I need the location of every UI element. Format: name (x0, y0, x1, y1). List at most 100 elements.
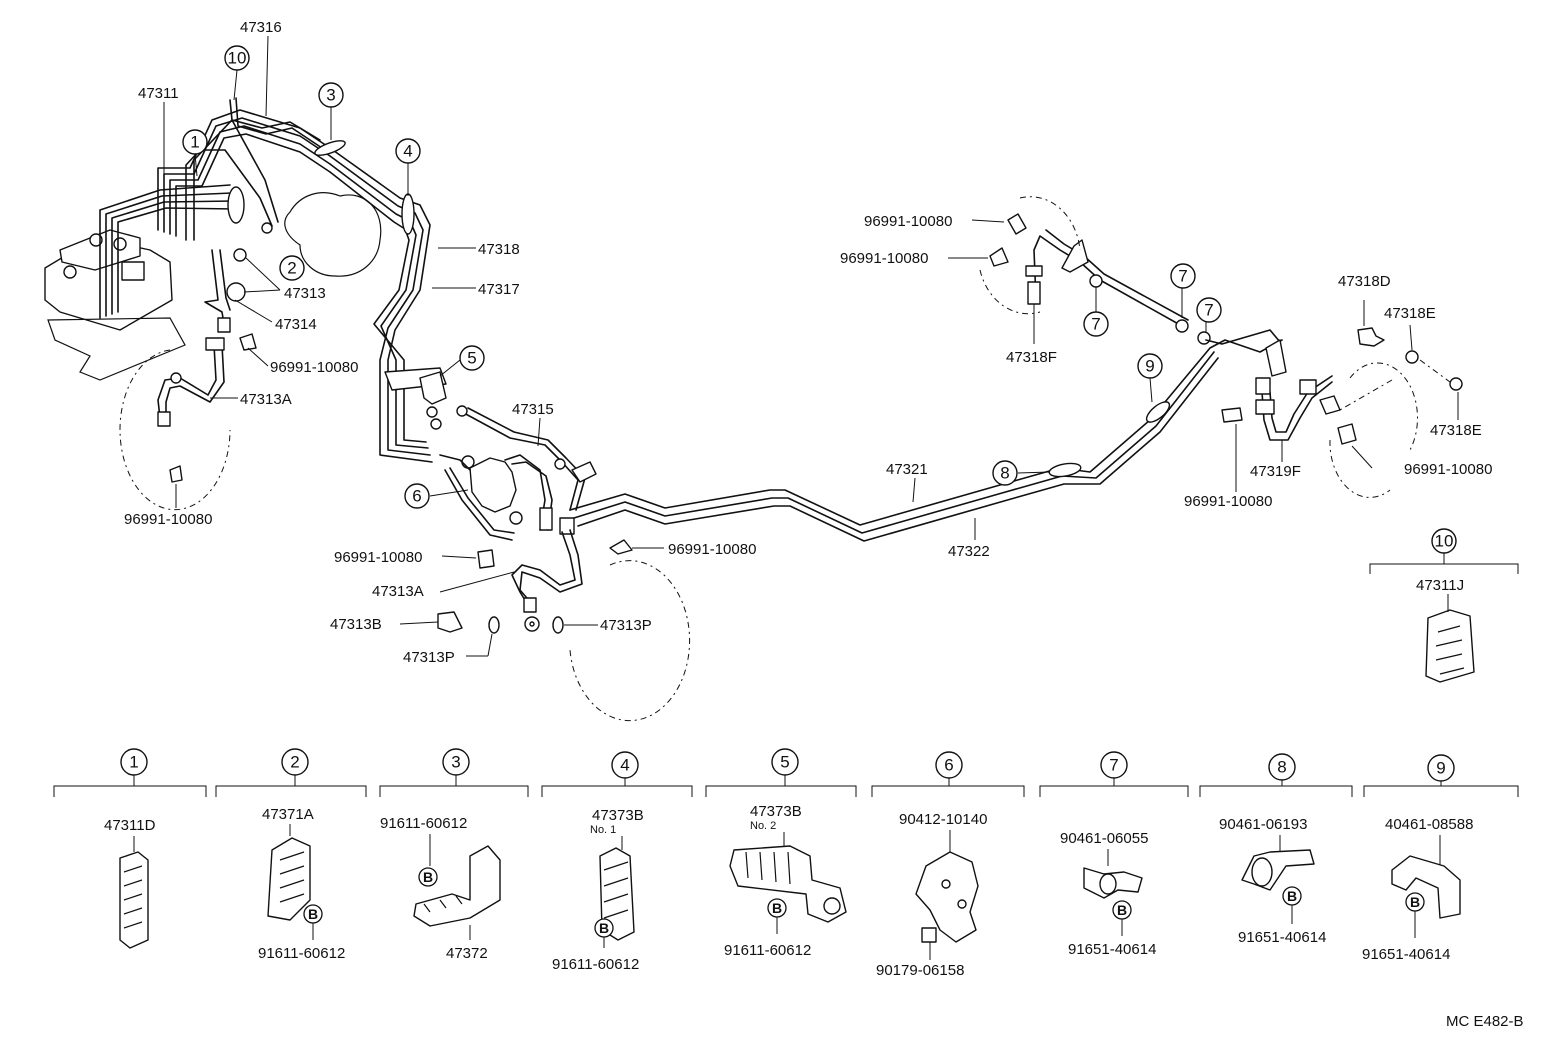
bolt-47318D (1357, 327, 1385, 347)
label-96991-e: 96991-10080 (864, 213, 952, 230)
label-47318: 47318 (478, 241, 520, 258)
panel-5-part-no: No. 2 (750, 820, 776, 832)
svg-text:8: 8 (1277, 758, 1286, 777)
svg-text:B: B (423, 869, 433, 885)
panel-2-part-b: 91611-60612 (258, 945, 345, 962)
rear-flex-hose (511, 529, 583, 632)
svg-text:3: 3 (451, 753, 460, 772)
bracket-47371A (267, 837, 311, 921)
panel-2: 2 47371A B 91611-60612 (258, 748, 345, 962)
washer-47313P-b (552, 616, 564, 634)
pipe-47315 (456, 405, 597, 511)
panel-5: 5 47373B No. 2 B 91611-60612 (724, 748, 847, 959)
master-cylinder-assembly (44, 229, 186, 381)
rear-right-upper-line (989, 213, 1287, 377)
detail-panels (53, 775, 1519, 797)
label-96991-g: 96991-10080 (1184, 493, 1272, 510)
clip-96991-c (477, 549, 495, 569)
callout-2: 2 (279, 255, 305, 281)
main-pipe-run (314, 140, 433, 463)
svg-text:7: 7 (1109, 756, 1118, 775)
panel-8: 8 90461-06193 B 91651-40614 (1219, 753, 1326, 946)
label-47316: 47316 (240, 19, 282, 36)
panel-6-part-a: 90412-10140 (899, 811, 987, 828)
panel-5-part-a: 47373B (750, 803, 802, 820)
label-47322: 47322 (948, 543, 990, 560)
callout-10: 10 (224, 45, 250, 71)
label-96991-a: 96991-10080 (270, 359, 358, 376)
panel-3-part-b: 47372 (446, 945, 488, 962)
label-47311: 47311 (138, 85, 179, 102)
svg-text:5: 5 (780, 753, 789, 772)
panel-4-part-no: No. 1 (590, 824, 616, 836)
clip-47373B-no2 (729, 845, 847, 923)
panel-3-part-a: 91611-60612 (380, 815, 467, 832)
label-47313A-b: 47313A (372, 583, 424, 600)
svg-text:1: 1 (129, 753, 138, 772)
junction-block (384, 367, 447, 430)
callout-3: 3 (318, 82, 344, 108)
svg-text:7: 7 (1204, 301, 1213, 320)
panel-8-part-b: 91651-40614 (1238, 929, 1326, 946)
callout-6: 6 (404, 483, 430, 509)
panel-7-part-b: 91651-40614 (1068, 941, 1156, 958)
label-47314: 47314 (275, 316, 317, 333)
booster-outline (284, 192, 382, 277)
label-96991-h: 96991-10080 (1404, 461, 1492, 478)
wheel-rear-right (1329, 362, 1418, 498)
label-47313A-a: 47313A (240, 391, 292, 408)
panel-6-part-b: 90179-06158 (876, 962, 964, 979)
front-left-hose (157, 337, 225, 427)
callout-panel-10: 10 (1431, 528, 1457, 554)
label-47317: 47317 (478, 281, 520, 298)
clamp-40461-08588 (1391, 855, 1461, 919)
label-96991-c: 96991-10080 (334, 549, 422, 566)
label-47315: 47315 (512, 401, 554, 418)
panel-1-part: 47311D (104, 817, 156, 834)
panel-4-part-b: 91611-60612 (552, 956, 639, 973)
svg-text:7: 7 (1091, 315, 1100, 334)
callout-9: 9 (1137, 353, 1163, 379)
washer-47318E-a (1405, 350, 1419, 364)
bolt-47313B (437, 611, 463, 633)
svg-text:10: 10 (228, 49, 247, 68)
label-47313: 47313 (284, 285, 326, 302)
svg-text:B: B (1117, 902, 1127, 918)
panel-9: 9 40461-08588 B 91651-40614 (1362, 754, 1473, 963)
clamp-47311J (1425, 609, 1475, 683)
diagram-code: MC E482-B (1446, 1013, 1524, 1030)
bracket-47372 (413, 845, 501, 927)
panel-4: 4 47373B No. 1 B 91611-60612 (552, 751, 644, 973)
rear-long-pipes (569, 339, 1283, 542)
svg-text:6: 6 (412, 487, 421, 506)
callout-4: 4 (395, 138, 421, 164)
callout-5: 5 (459, 345, 485, 371)
label-47318E-a: 47318E (1384, 305, 1436, 322)
label-47313B: 47313B (330, 616, 382, 633)
label-47321: 47321 (886, 461, 928, 478)
wheel-front-left (119, 349, 231, 511)
panel-9-part-a: 40461-08588 (1385, 816, 1473, 833)
callout-1: 1 (182, 129, 208, 155)
svg-text:2: 2 (290, 753, 299, 772)
label-47318E-b: 47318E (1430, 422, 1482, 439)
panel-8-part-a: 90461-06193 (1219, 816, 1307, 833)
svg-text:5: 5 (467, 349, 476, 368)
label-47318F: 47318F (1006, 349, 1057, 366)
svg-text:4: 4 (620, 756, 629, 775)
clip-96991-a (239, 333, 257, 351)
washer-47318E-b (1449, 377, 1463, 391)
svg-text:7: 7 (1178, 267, 1187, 286)
panel-3: 3 91611-60612 B 47372 (380, 748, 501, 962)
panel-7: 7 90461-06055 B 91651-40614 (1060, 751, 1156, 958)
svg-text:6: 6 (944, 756, 953, 775)
panel-2-part-a: 47371A (262, 806, 314, 823)
junction-90412 (915, 851, 979, 943)
svg-text:2: 2 (287, 259, 296, 278)
callout-7a: 7 (1083, 311, 1109, 337)
svg-text:10: 10 (1435, 532, 1454, 551)
label-96991-f: 96991-10080 (840, 250, 928, 267)
rear-junction-block (439, 454, 575, 541)
panel-5-part-b: 91611-60612 (724, 942, 811, 959)
